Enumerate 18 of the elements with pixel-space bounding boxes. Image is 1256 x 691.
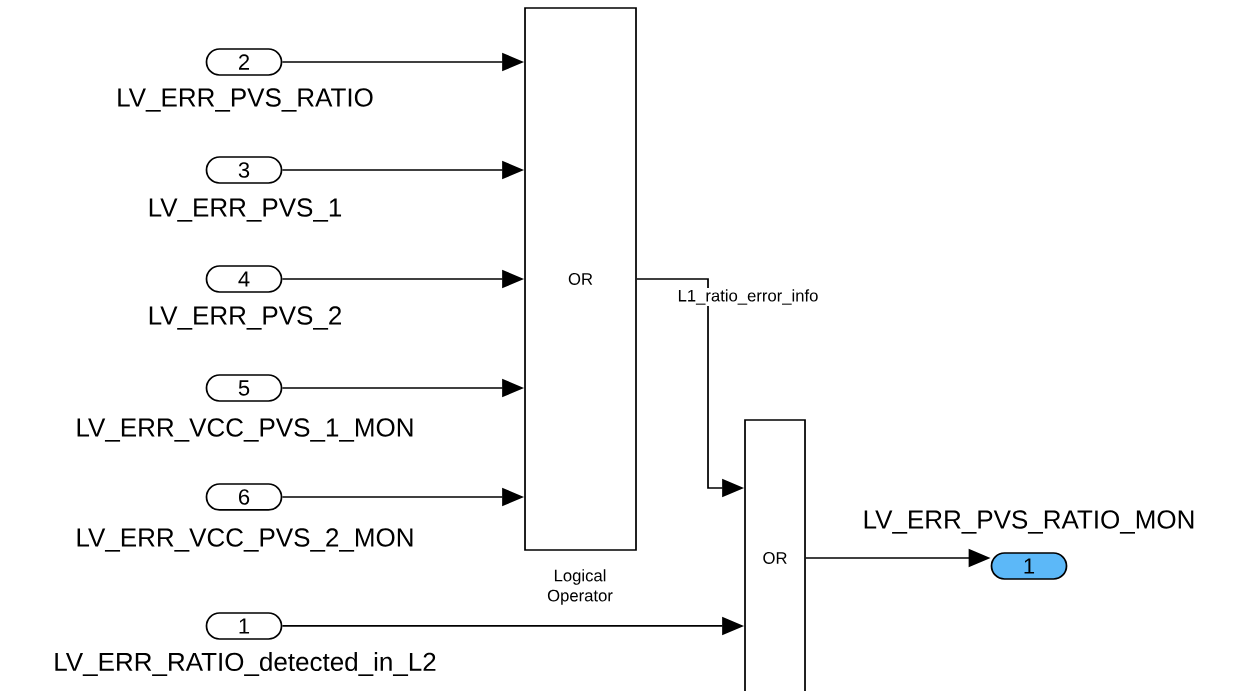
port-label: LV_ERR_PVS_RATIO [118,88,373,112]
inport-block: 5 [205,374,283,402]
inport-block: 1 [205,612,283,640]
outport-block: 1 [990,552,1068,580]
port-label: LV_ERR_PVS_1 [149,198,342,222]
logic-gate-block: OR [524,7,637,551]
logic-gate-block: OR [744,419,806,691]
port-label: LV_ERR_VCC_PVS_2_MON [77,528,413,552]
inport-block: 6 [205,483,283,511]
port-label: LV_ERR_PVS_2 [149,306,341,330]
port-label: LV_ERR_PVS_RATIO_MON [864,510,1194,534]
port-label: LV_ERR_VCC_PVS_1_MON [77,418,413,442]
edge-label: L1_ratio_error_info [676,287,820,306]
inport-block: 4 [205,265,283,293]
port-label: LV_ERR_RATIO_detected_in_L2 [55,652,436,676]
inport-block: 3 [205,156,283,184]
block-label: Logical Operator [547,569,613,605]
inport-block: 2 [205,48,283,76]
